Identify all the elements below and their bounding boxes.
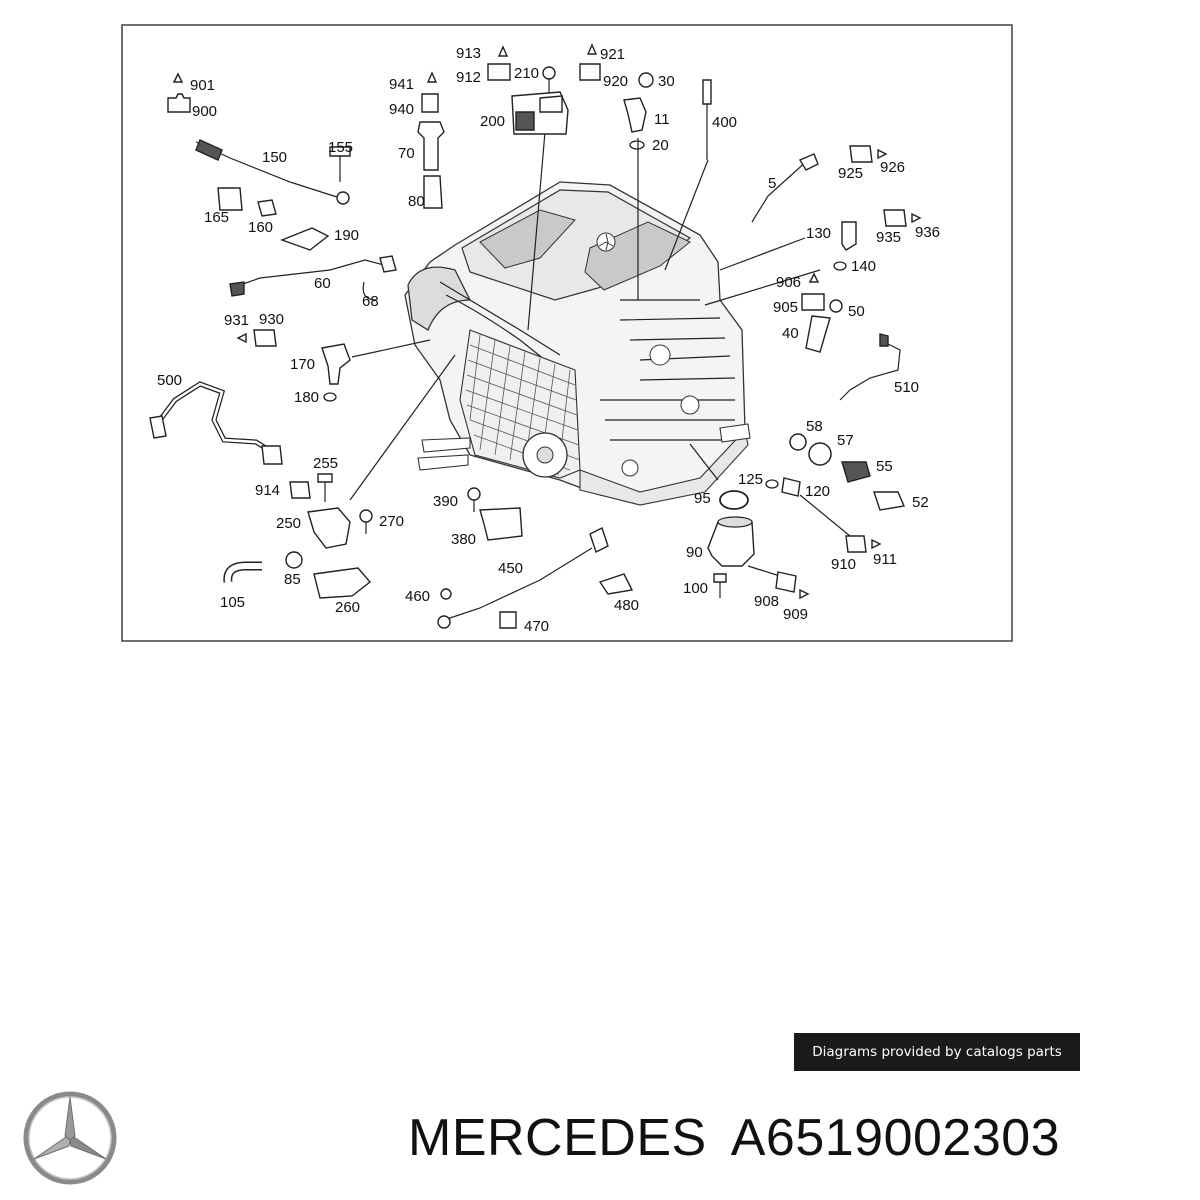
callout-55: 55 (876, 458, 893, 475)
callout-390: 390 (433, 493, 458, 510)
callout-labels: 901 900 150 155 165 160 190 60 68 913 91… (157, 45, 940, 635)
callout-200: 200 (480, 113, 505, 130)
callout-510: 510 (894, 379, 919, 396)
callout-40: 40 (782, 325, 799, 342)
diagram-credit-text: Diagrams provided by catalogs parts (812, 1044, 1062, 1060)
callout-480: 480 (614, 597, 639, 614)
callout-160: 160 (248, 219, 273, 236)
callout-250: 250 (276, 515, 301, 532)
callout-380: 380 (451, 531, 476, 548)
callout-30: 30 (658, 73, 675, 90)
callout-914: 914 (255, 482, 280, 499)
callout-130: 130 (806, 225, 831, 242)
callout-913: 913 (456, 45, 481, 62)
part-number: A6519002303 (730, 1109, 1061, 1167)
callout-906: 906 (776, 274, 801, 291)
callout-180: 180 (294, 389, 319, 406)
callout-125: 125 (738, 471, 763, 488)
callout-270: 270 (379, 513, 404, 530)
callout-936: 936 (915, 224, 940, 241)
callout-912: 912 (456, 69, 481, 86)
part-illustrations (149, 43, 922, 629)
footer-title: MERCEDES A6519002303 (408, 1108, 1060, 1168)
callout-58: 58 (806, 418, 823, 435)
callout-190: 190 (334, 227, 359, 244)
callout-450: 450 (498, 560, 523, 577)
callout-100: 100 (683, 580, 708, 597)
callout-400: 400 (712, 114, 737, 131)
callout-905: 905 (773, 299, 798, 316)
brand-name: MERCEDES (408, 1109, 707, 1167)
callout-20: 20 (652, 137, 669, 154)
callout-460: 460 (405, 588, 430, 605)
callout-60: 60 (314, 275, 331, 292)
callout-68: 68 (362, 293, 379, 310)
callout-5: 5 (768, 175, 776, 192)
callout-941: 941 (389, 76, 414, 93)
callout-926: 926 (880, 159, 905, 176)
callout-70: 70 (398, 145, 415, 162)
callout-95: 95 (694, 490, 711, 507)
leader-lines (349, 131, 851, 537)
engine-illustration (404, 181, 751, 506)
callout-921: 921 (600, 46, 625, 63)
callout-255: 255 (313, 455, 338, 472)
callout-260: 260 (335, 599, 360, 616)
three-pointed-star-logo-icon (23, 1091, 117, 1185)
callout-901: 901 (190, 77, 215, 94)
callout-155: 155 (328, 139, 353, 156)
callout-105: 105 (220, 594, 245, 611)
callout-11: 11 (654, 111, 670, 128)
parts-diagram: 901 900 150 155 165 160 190 60 68 913 91… (121, 24, 1013, 642)
callout-57: 57 (837, 432, 854, 449)
callout-500: 500 (157, 372, 182, 389)
callout-910: 910 (831, 556, 856, 573)
callout-930: 930 (259, 311, 284, 328)
callout-140: 140 (851, 258, 876, 275)
callout-120: 120 (805, 483, 830, 500)
callout-920: 920 (603, 73, 628, 90)
callout-470: 470 (524, 618, 549, 635)
callout-935: 935 (876, 229, 901, 246)
callout-909: 909 (783, 606, 808, 623)
callout-900: 900 (192, 103, 217, 120)
callout-50: 50 (848, 303, 865, 320)
callout-52: 52 (912, 494, 929, 511)
callout-911: 911 (873, 551, 897, 568)
callout-931: 931 (224, 312, 249, 329)
callout-80: 80 (408, 193, 425, 210)
callout-150: 150 (262, 149, 287, 166)
callout-210: 210 (514, 65, 539, 82)
callout-170: 170 (290, 356, 315, 373)
callout-908: 908 (754, 593, 779, 610)
callout-925: 925 (838, 165, 863, 182)
callout-85: 85 (284, 571, 301, 588)
callout-165: 165 (204, 209, 229, 226)
diagram-credit-badge: Diagrams provided by catalogs parts (794, 1033, 1080, 1071)
callout-940: 940 (389, 101, 414, 118)
callout-90: 90 (686, 544, 703, 561)
